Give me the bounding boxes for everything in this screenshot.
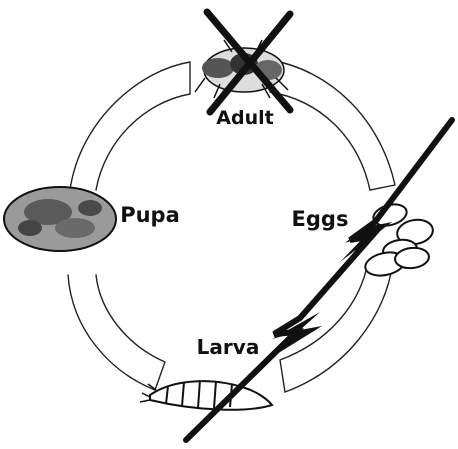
larva-caterpillar	[140, 380, 272, 410]
label-eggs: Eggs	[292, 207, 349, 231]
cycle-arc-pupa-to-adult	[70, 62, 190, 190]
cycle-arc-adult-to-eggs	[270, 60, 395, 190]
label-larva: Larva	[197, 335, 260, 359]
pupa-cocoon	[4, 187, 116, 251]
cycle-arc-larva-to-pupa	[68, 275, 165, 390]
label-adult: Adult	[216, 107, 273, 129]
label-pupa: Pupa	[120, 203, 180, 227]
eggs-cluster	[363, 201, 435, 279]
